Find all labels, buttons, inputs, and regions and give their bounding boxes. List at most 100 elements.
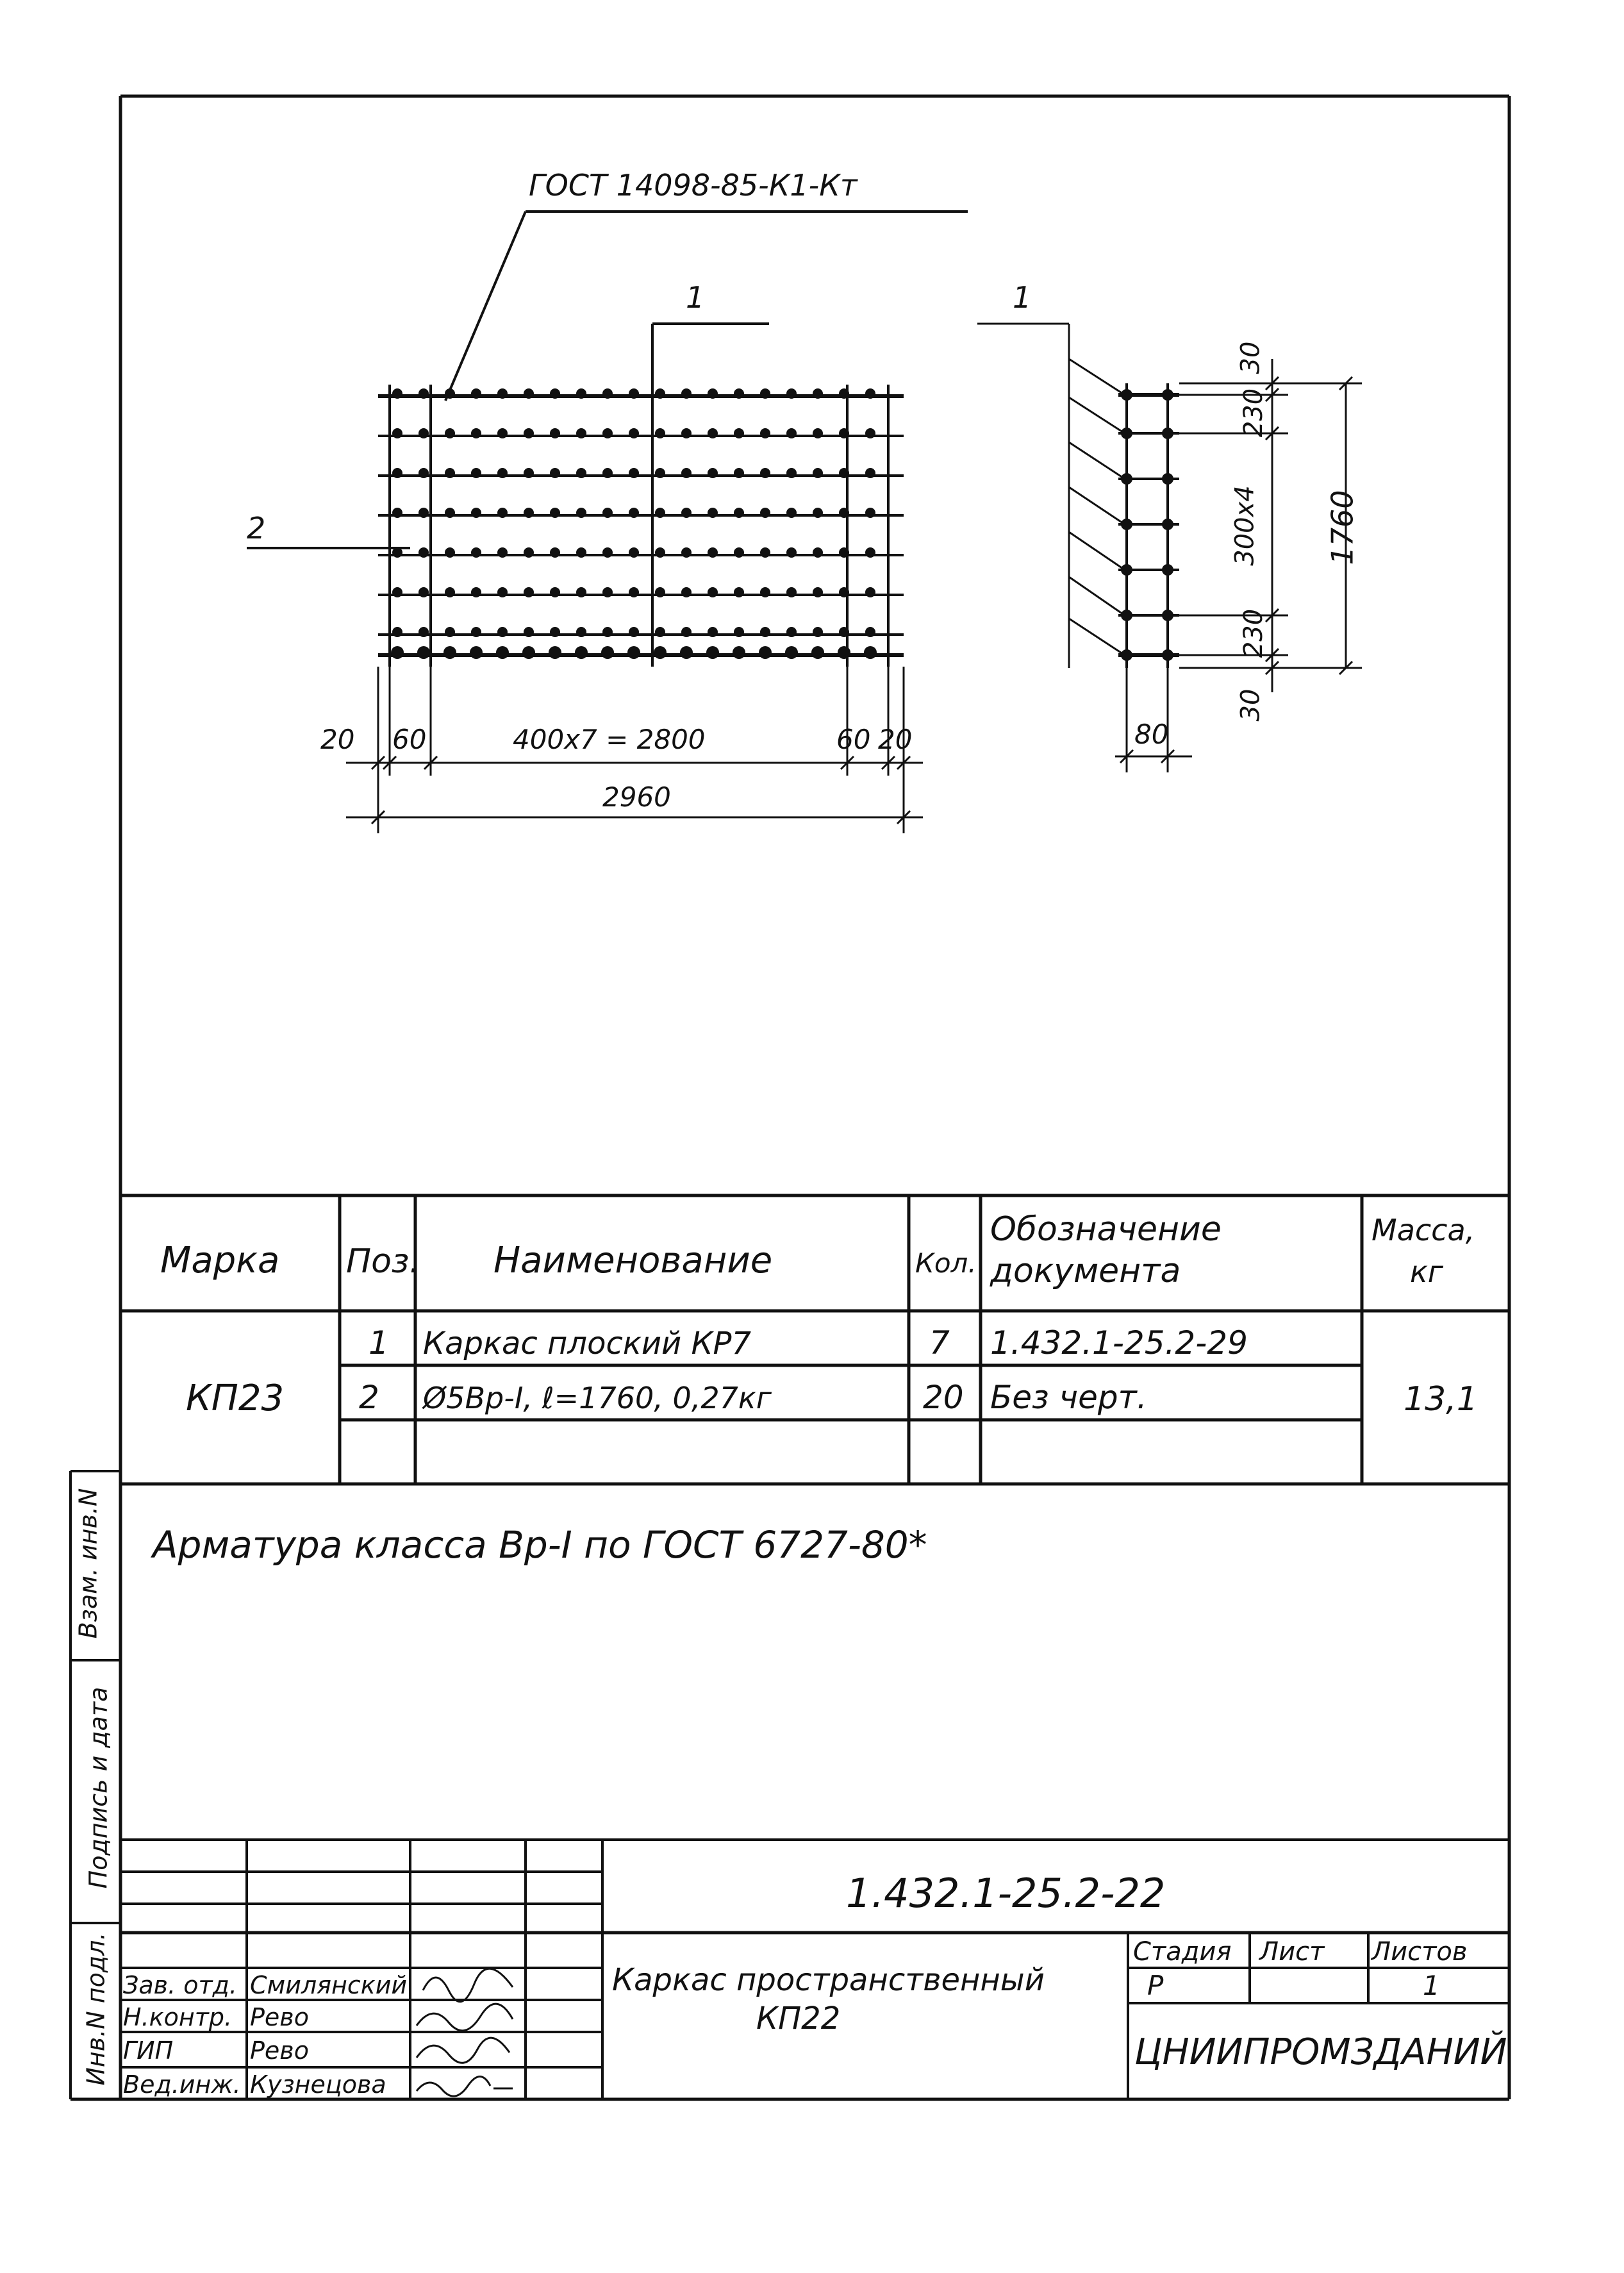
front-dimensions [346,667,923,833]
bar-dot [708,627,718,637]
title-line-1: Каркас пространственный [612,1962,1045,1998]
th-designation-1: Обозначение [990,1210,1222,1249]
doc-code: 1.432.1-25.2-22 [846,1870,1165,1917]
bar-dot [865,428,875,438]
bar-dot [654,646,667,659]
stamp-replace-inv: Взам. инв.N [74,1488,103,1639]
bar-dot [734,388,744,399]
spec-table-grid [120,1194,1509,1486]
bar-dot [813,508,823,518]
bar-dot [524,587,534,597]
stage-value: Р [1147,1970,1164,2001]
bar-dot [865,508,875,518]
bar-dot [655,428,665,438]
dim-right-offset: 60 [836,724,870,755]
bar-dot [602,587,613,597]
bar-dot [550,547,560,558]
organization: ЦНИИПРОМЗДАНИЙ [1134,2031,1507,2073]
name-4: Кузнецова [250,2070,386,2099]
bar-dot [550,468,560,478]
bar-dot [471,508,481,518]
bar-dot [550,627,560,637]
bar-dot [629,587,639,597]
bar-dot [629,627,639,637]
bar-dot [471,627,481,637]
bar-dot [786,508,797,518]
bar-dot [786,587,797,597]
bar-dot [602,388,613,399]
section-leaders [977,322,1125,668]
th-designation-2: документа [990,1252,1181,1290]
bar-dot [839,627,849,637]
bar-dot [655,508,665,518]
bar-dot [839,587,849,597]
bar-dot [602,468,613,478]
row1-qty: 7 [929,1324,950,1361]
th-mass-2: кг [1410,1254,1444,1289]
bar-dot [865,627,875,637]
bar-dot [734,547,744,558]
bar-dot [417,646,430,659]
bar-dot [497,468,508,478]
bar-dot [813,468,823,478]
bar-dot [813,627,823,637]
bar-dot [445,468,455,478]
bar-dot [627,646,640,659]
row1-name: Каркас плоский КР7 [423,1326,752,1361]
section-mark-side: 1 [1013,280,1031,315]
bar-dot [629,508,639,518]
cage-front-view [378,385,904,667]
position-mark-2: 2 [247,511,265,545]
bar-dot [550,587,560,597]
th-mark: Марка [160,1240,279,1281]
bar-dot [811,646,824,659]
bar-dot [864,646,877,659]
bar-dot [760,468,770,478]
bar-dot [445,547,455,558]
bar-dot [629,388,639,399]
bar-dot [601,646,614,659]
name-3: Рево [250,2036,309,2065]
dim-total: 2960 [602,781,671,813]
dim-middle: 400х7 = 2800 [513,724,706,755]
stamp-signature-date: Подпись и дата [84,1686,113,1889]
bar-dot [497,627,508,637]
gost-leader-label: ГОСТ 14098-85-К1-Кт [529,168,858,203]
signatures [415,1967,514,2097]
bar-dot [392,428,402,438]
stage-header: Стадия [1133,1937,1231,1967]
bar-dot [760,547,770,558]
row2-qty: 20 [923,1379,964,1416]
bar-dot [708,508,718,518]
bar-dot [734,468,744,478]
section-bars-dots [1121,389,1173,661]
bar-dot [786,547,797,558]
th-pos: Поз. [346,1242,420,1281]
row1-pos: 1 [369,1324,389,1361]
bar-dot [813,388,823,399]
bar-dot [602,508,613,518]
bar-dot [522,646,535,659]
bar-dot [681,428,692,438]
bar-dot [524,468,534,478]
bar-dot [708,428,718,438]
bar-dot [760,627,770,637]
bar-dot [471,547,481,558]
bar-dot [734,508,744,518]
bar-dot [813,587,823,597]
bar-dot [576,627,586,637]
bar-dot [445,428,455,438]
bar-dot [418,627,429,637]
bar-dot [576,547,586,558]
bar-dot [655,587,665,597]
bar-dot [839,468,849,478]
bar-dot [786,428,797,438]
bar-dot [786,468,797,478]
role-3: ГИП [123,2036,173,2065]
name-1: Смилянский [250,1971,407,1999]
section-cut-line [651,322,769,667]
dim-left-edge: 20 [320,724,354,755]
cell-mark: КП23 [186,1378,284,1419]
bar-dot [839,428,849,438]
bar-dot [418,388,429,399]
